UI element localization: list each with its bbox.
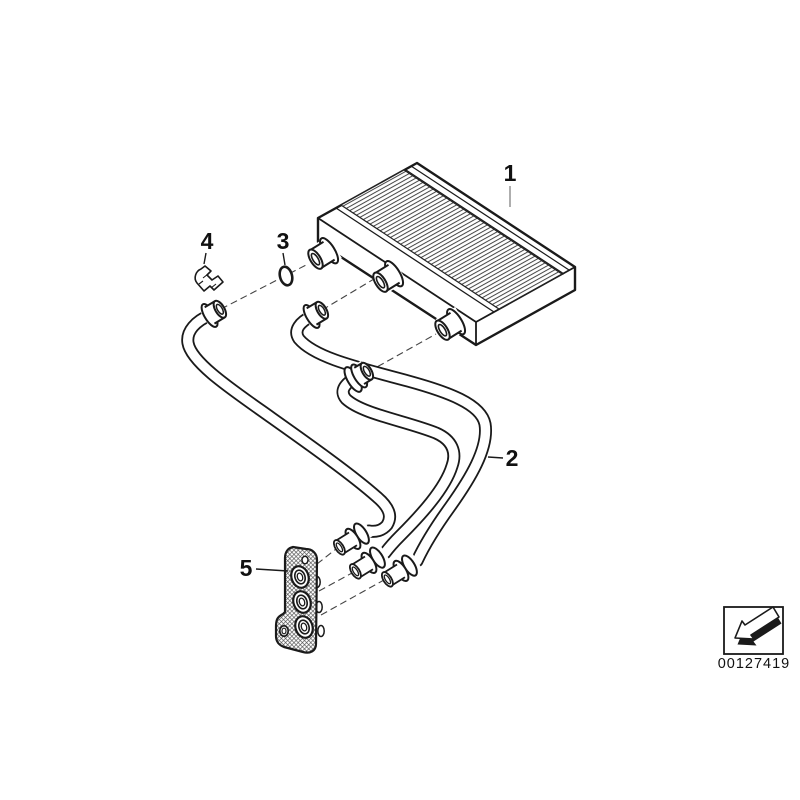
heater-core-illustration (316, 161, 577, 347)
heater-core-top-strip (405, 165, 570, 275)
oring-illustration (278, 265, 294, 287)
callout-2-leader (487, 456, 504, 459)
callout-5[interactable]: 5 (240, 555, 289, 581)
assembly-axis-lines (220, 263, 437, 616)
change-arrow-icon (734, 606, 782, 646)
callout-2[interactable]: 2 (487, 445, 519, 471)
clip-illustration (194, 265, 224, 292)
callout-4-label[interactable]: 4 (201, 228, 214, 254)
callout-5-label[interactable]: 5 (240, 555, 253, 581)
callout-1-label[interactable]: 1 (504, 160, 517, 186)
stamp-block: 00127419 (718, 606, 791, 672)
pipe-end-fittings (332, 522, 422, 588)
water-pipes-illustration (181, 308, 493, 568)
callout-3[interactable]: 3 (277, 228, 290, 266)
callout-4-leader (203, 252, 207, 265)
callout-1[interactable]: 1 (504, 160, 517, 207)
callout-2-label[interactable]: 2 (506, 445, 519, 471)
part-number-label: 00127419 (718, 656, 791, 672)
pipe-elbow-fittings (198, 298, 375, 393)
callout-4[interactable]: 4 (201, 228, 214, 265)
gasket-flange-illustration (274, 545, 325, 654)
heater-core-tank-line (335, 207, 495, 313)
radiator-pipe-stubs (307, 235, 469, 342)
callout-5-leader (255, 568, 289, 572)
callout-3-leader (282, 252, 286, 266)
callout-3-label[interactable]: 3 (277, 228, 290, 254)
heater-core-fins (339, 169, 564, 310)
